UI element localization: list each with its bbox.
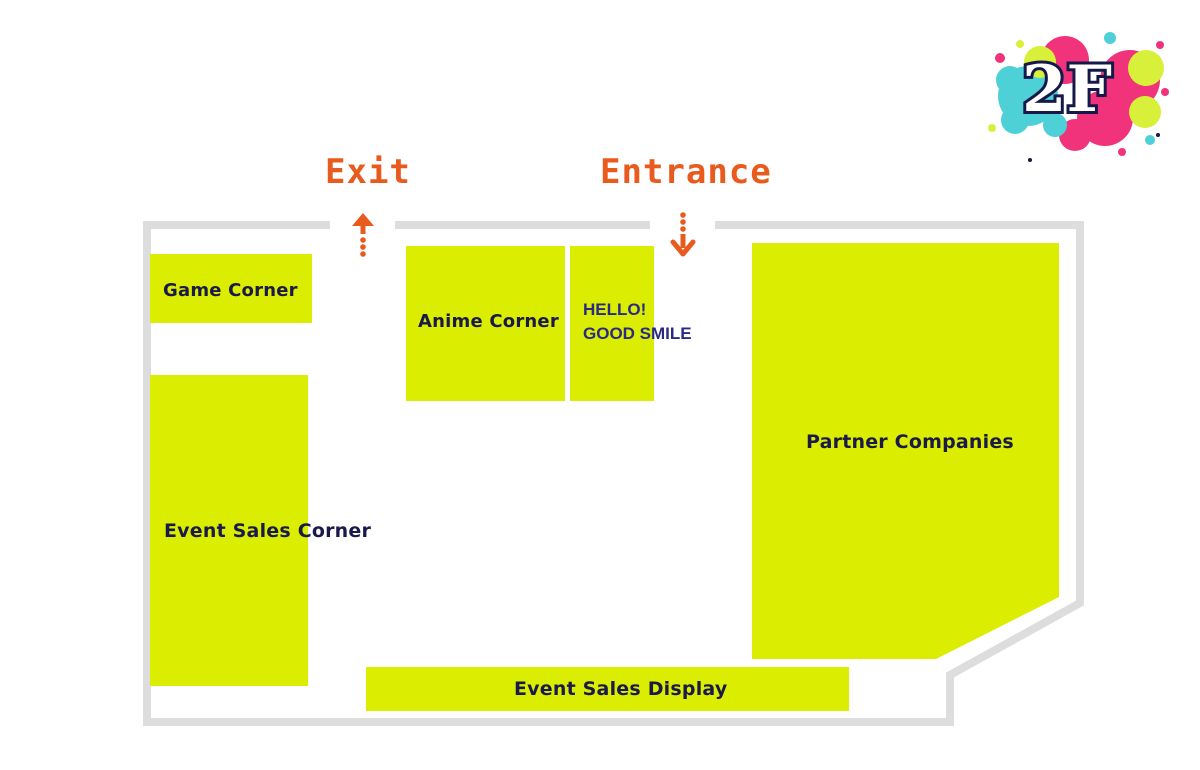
anime-corner-label: Anime Corner [418, 311, 559, 332]
zone-event-sales-corner[interactable] [150, 375, 308, 686]
paint-splash-badge [988, 32, 1169, 162]
brand-line-1: HELLO! [583, 300, 647, 319]
zone-event-sales-display[interactable] [366, 667, 849, 711]
arrow-down-dotted-icon [670, 212, 696, 257]
zone-partner-companies[interactable] [752, 243, 1059, 659]
brand-line-2: GOOD SMILE [583, 324, 692, 343]
game-corner-label: Game Corner [163, 280, 298, 301]
arrow-up-dotted-icon [352, 213, 374, 257]
event-sales-corner-label: Event Sales Corner [164, 520, 372, 542]
partner-companies-label: Partner Companies [806, 431, 1014, 453]
zone-game-corner[interactable] [150, 254, 312, 323]
zone-hello-good-smile[interactable] [570, 246, 654, 401]
zone-anime-corner[interactable] [406, 246, 565, 401]
floor-walls [143, 221, 1084, 726]
hello-good-smile-logo: HELLO! GOOD SMILE [583, 298, 692, 346]
exit-label: Exit [325, 152, 411, 192]
floor-level-label: 2F [1019, 49, 1115, 130]
entrance-label: Entrance [600, 152, 772, 192]
event-sales-display-label: Event Sales Display [514, 678, 728, 700]
